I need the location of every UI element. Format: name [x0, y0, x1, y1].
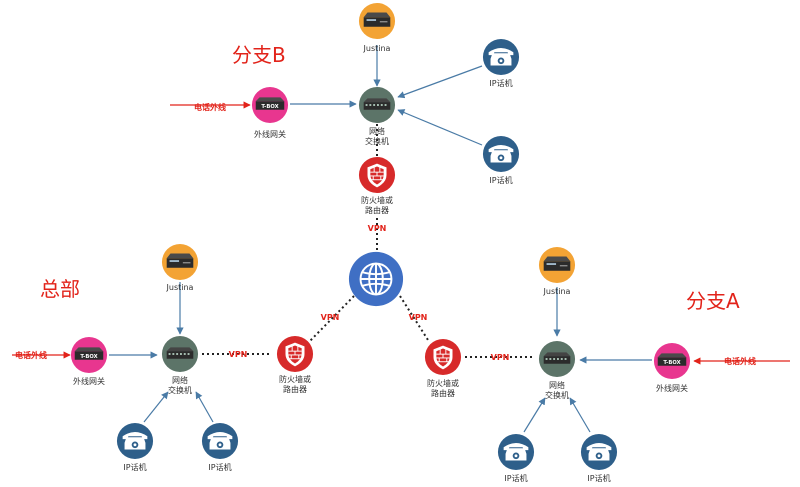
telephone-icon	[482, 135, 520, 173]
node-label: Justina	[166, 283, 194, 292]
server-device-icon	[161, 243, 199, 281]
vpn-label-top: VPN	[368, 224, 387, 233]
node-label-line1: 防火墙或	[361, 195, 393, 205]
tbox-gateway-icon	[70, 336, 108, 374]
link-bphone1-bswitch	[397, 65, 483, 99]
telephone-icon	[116, 422, 154, 460]
node-label: 外线网关	[254, 129, 286, 139]
internet-cloud-node[interactable]	[347, 250, 405, 308]
network-switch-icon	[538, 340, 576, 378]
node-label: Justina	[363, 44, 391, 53]
shield-firewall-icon	[424, 338, 462, 376]
branch-a-firewall[interactable]: 防火墙或 路由器	[424, 338, 462, 398]
node-label-line1: 防火墙或	[427, 378, 459, 388]
region-label-branch-a: 分支A	[686, 289, 740, 313]
node-label: IP话机	[208, 462, 231, 472]
node-label-line2: 交换机	[365, 136, 389, 146]
branch-a-switch[interactable]: 网络 交换机	[538, 340, 576, 400]
node-label: 外线网关	[656, 383, 688, 393]
vpn-label-hq: VPN	[229, 350, 248, 359]
region-label-hq: 总部	[40, 277, 80, 301]
branch-a-ip-phone-1[interactable]: IP话机	[497, 433, 535, 483]
node-label-line2: 交换机	[168, 385, 192, 395]
branch-b-firewall[interactable]: 防火墙或 路由器	[358, 156, 396, 215]
node-label-line1: 网络	[369, 126, 385, 136]
branch-b-outside-line-label: 电话外线	[194, 102, 226, 112]
node-label: IP话机	[123, 462, 146, 472]
node-label: IP话机	[587, 473, 610, 483]
network-switch-icon	[358, 86, 396, 124]
vpn-globe-afirewall	[399, 295, 429, 341]
vpn-label-branch-a: VPN	[491, 353, 510, 362]
node-label-line1: 网络	[549, 380, 565, 390]
node-label: IP话机	[489, 175, 512, 185]
vpn-label-left: VPN	[321, 313, 340, 322]
connections	[12, 45, 790, 433]
link-aphone1-aswitch	[523, 397, 546, 433]
branch-b-switch[interactable]: 网络 交换机	[358, 86, 396, 146]
branch-a-ip-phone-2[interactable]: IP话机	[580, 433, 618, 483]
link-bphone2-bswitch	[397, 109, 483, 146]
shield-firewall-icon	[276, 335, 314, 373]
branch-a-outside-line-label: 电话外线	[724, 356, 756, 366]
telephone-icon	[580, 433, 618, 471]
node-label: 外线网关	[73, 376, 105, 386]
node-label-line1: 网络	[172, 375, 188, 385]
node-label-line1: 防火墙或	[279, 374, 311, 384]
hq-ip-phone-2[interactable]: IP话机	[201, 422, 239, 472]
tbox-gateway-icon	[653, 342, 691, 380]
network-switch-icon	[161, 335, 199, 373]
telephone-icon	[497, 433, 535, 471]
node-label-line2: 路由器	[431, 388, 455, 398]
node-label: IP话机	[489, 78, 512, 88]
hq-firewall[interactable]: 防火墙或 路由器	[276, 335, 314, 394]
link-hqphone1-hqswitch	[143, 391, 169, 423]
node-label-line2: 路由器	[365, 205, 389, 215]
node-label: IP话机	[504, 473, 527, 483]
link-aphone2-aswitch	[569, 397, 591, 433]
globe-icon	[347, 250, 405, 308]
vpn-globe-hqfirewall	[307, 295, 355, 344]
branch-a-gateway[interactable]: 外线网关	[653, 342, 691, 393]
hq-justina-node[interactable]: Justina	[161, 243, 199, 292]
hq-ip-phone-1[interactable]: IP话机	[116, 422, 154, 472]
telephone-icon	[482, 38, 520, 76]
node-label-line2: 交换机	[545, 390, 569, 400]
branch-b-gateway[interactable]: 外线网关	[251, 86, 289, 139]
branch-b-ip-phone-2[interactable]: IP话机	[482, 135, 520, 185]
branch-b-ip-phone-1[interactable]: IP话机	[482, 38, 520, 88]
node-label-line2: 路由器	[283, 384, 307, 394]
server-device-icon	[358, 2, 396, 40]
node-label: Justina	[543, 287, 571, 296]
vpn-label-right: VPN	[409, 313, 428, 322]
hq-switch[interactable]: 网络 交换机	[161, 335, 199, 395]
branch-b-justina-node[interactable]: Justina	[358, 2, 396, 53]
server-device-icon	[538, 246, 576, 284]
shield-firewall-icon	[358, 156, 396, 194]
telephone-icon	[201, 422, 239, 460]
branch-a-justina-node[interactable]: Justina	[538, 246, 576, 296]
region-label-branch-b: 分支B	[232, 43, 286, 67]
link-hqphone2-hqswitch	[195, 391, 214, 423]
tbox-gateway-icon	[251, 86, 289, 124]
hq-gateway[interactable]: 外线网关	[70, 336, 108, 386]
hq-outside-line-label: 电话外线	[15, 350, 47, 360]
